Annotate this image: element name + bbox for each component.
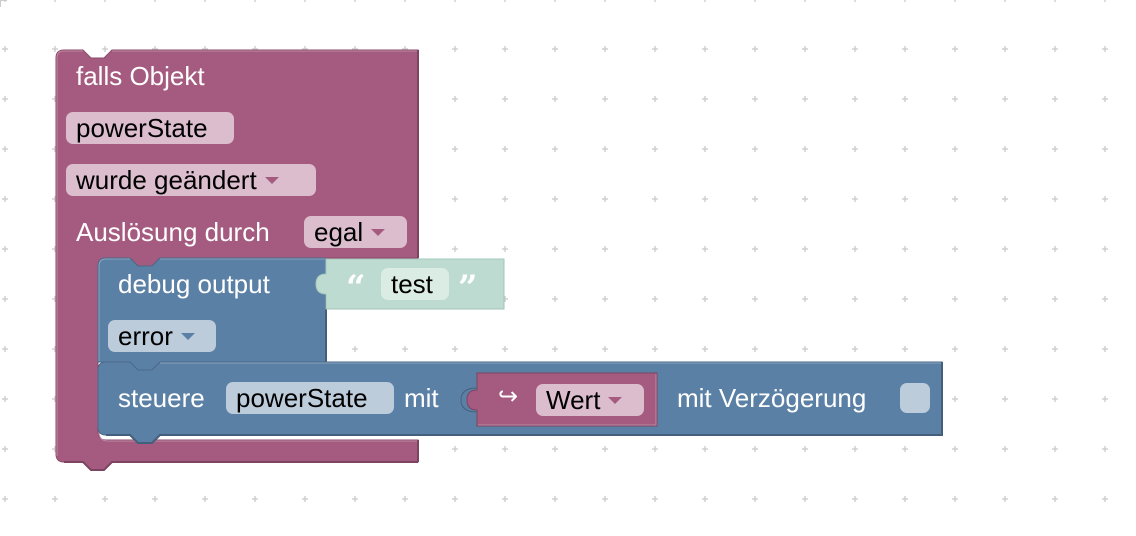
object-id-value: powerState xyxy=(76,113,208,143)
open-quote-icon: “ xyxy=(346,268,366,308)
debug-level-value: error xyxy=(118,321,173,351)
value-dropdown-value: Wert xyxy=(546,385,601,415)
trigger-label: Auslösung durch xyxy=(76,217,270,247)
control-object-field[interactable]: powerState xyxy=(226,382,394,414)
control-label: steuere xyxy=(118,383,205,413)
trigger-title: falls Objekt xyxy=(76,61,205,91)
chevron-down-icon xyxy=(371,228,386,236)
condition-dropdown[interactable]: wurde geändert xyxy=(66,164,316,196)
text-input-value: test xyxy=(391,269,433,299)
debug-level-dropdown[interactable]: error xyxy=(108,320,216,352)
chevron-down-icon xyxy=(264,176,279,184)
value-dropdown[interactable]: Wert xyxy=(536,384,644,416)
chevron-down-icon xyxy=(608,396,623,404)
control-object-value: powerState xyxy=(236,383,368,413)
close-quote-icon: ” xyxy=(458,268,478,308)
delay-checkbox[interactable] xyxy=(900,383,930,413)
text-input-field[interactable]: test xyxy=(381,268,449,300)
delay-label: mit Verzögerung xyxy=(677,383,867,413)
condition-dropdown-value: wurde geändert xyxy=(76,165,257,195)
trigger-dropdown[interactable]: egal xyxy=(304,216,407,248)
debug-label: debug output xyxy=(118,269,270,299)
return-arrow-icon: ↪ xyxy=(498,382,519,410)
chevron-down-icon xyxy=(180,332,195,340)
object-id-field[interactable]: powerState xyxy=(66,112,234,144)
trigger-dropdown-value: egal xyxy=(314,217,364,247)
with-label: mit xyxy=(404,383,439,413)
